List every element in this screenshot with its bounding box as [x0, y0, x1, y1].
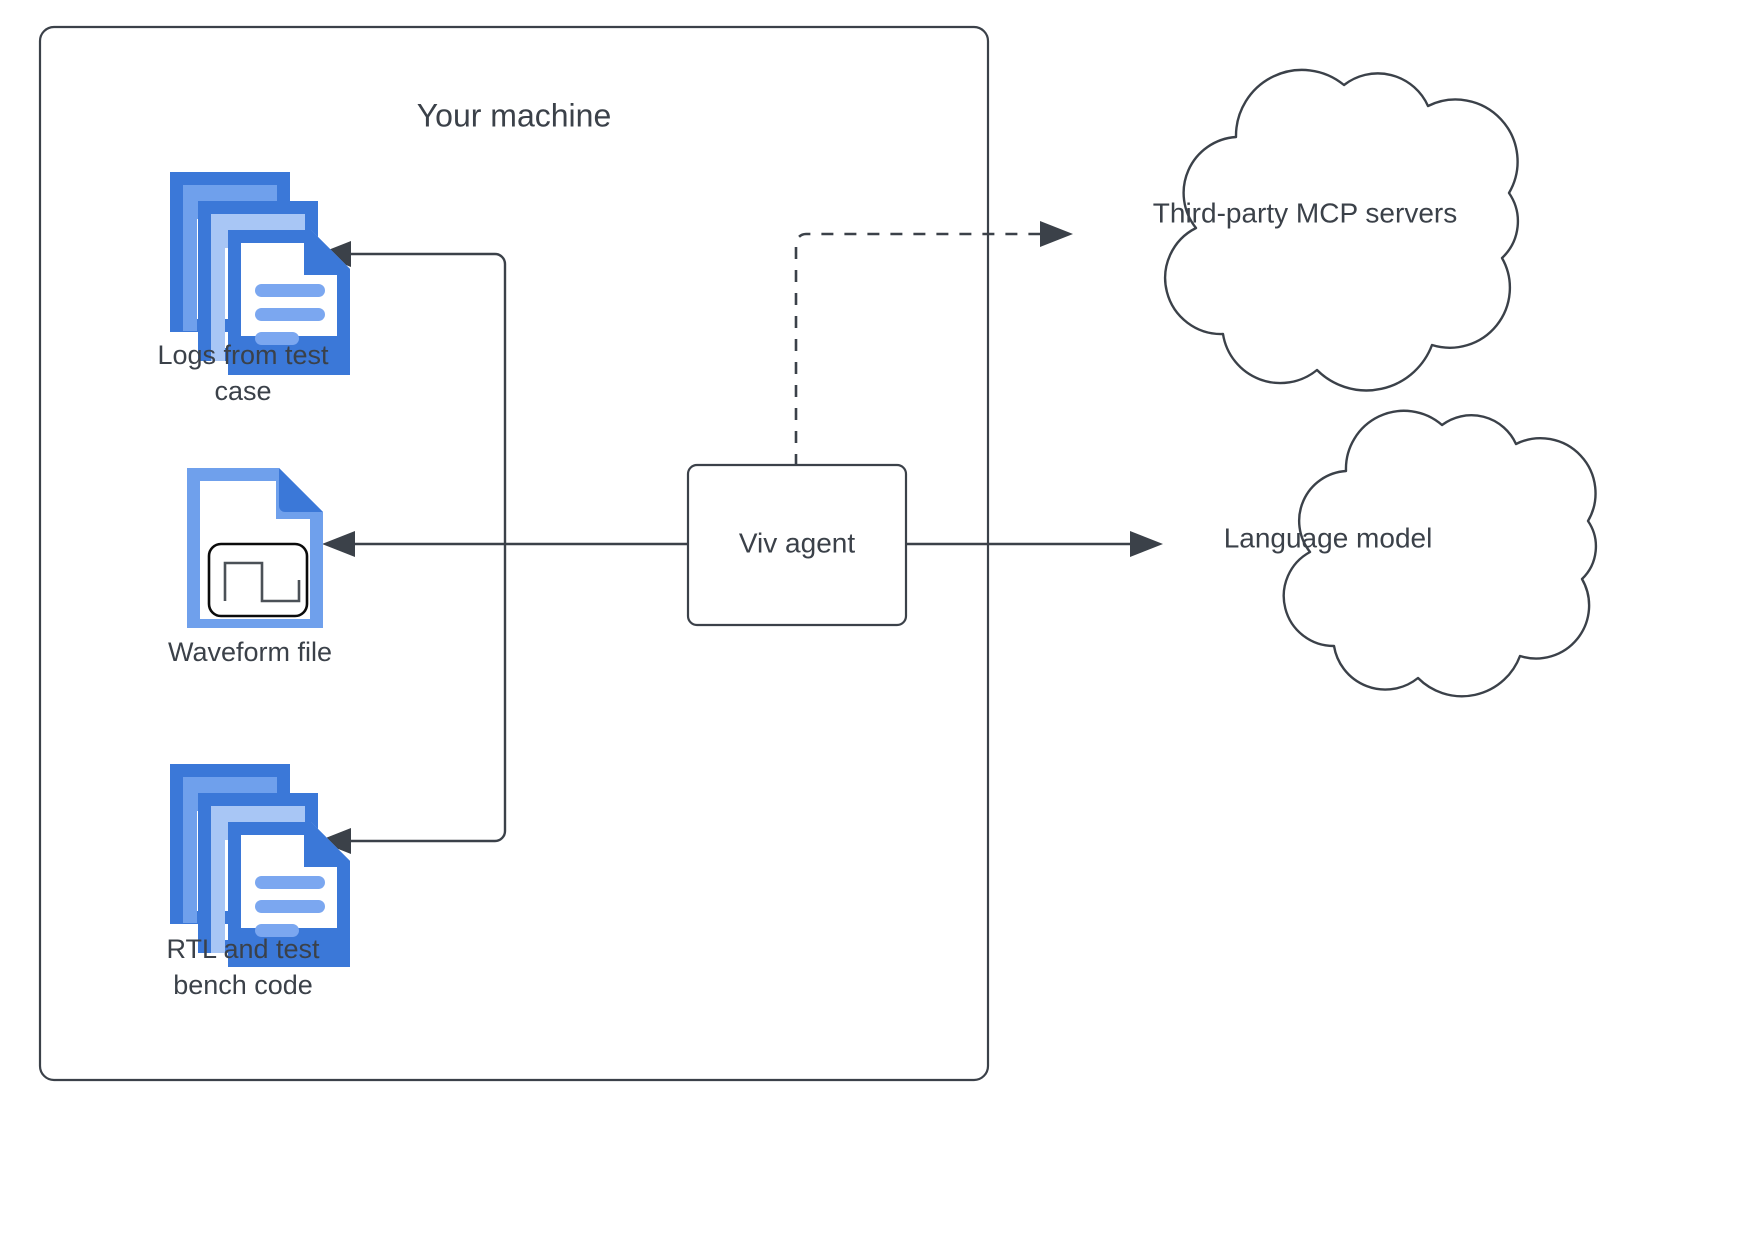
rtl-and-test-bench-code-label-line1: RTL and test [166, 934, 320, 964]
viv-agent-box[interactable] [686, 463, 908, 627]
arrowhead-mcp [1040, 221, 1073, 247]
your-machine-label: Your machine [417, 97, 612, 133]
logs-from-test-case-label-line2: case [214, 376, 271, 406]
third-party-mcp-servers-cloud[interactable]: Third-party MCP servers [1153, 68, 1520, 392]
connector-agent-to-mcp [794, 232, 1040, 466]
arrowhead-language-model [1130, 531, 1163, 557]
language-model-label: Language model [1224, 522, 1433, 553]
arrowhead-waveform [322, 531, 355, 557]
waveform-file-label: Waveform file [168, 637, 332, 667]
arrowhead-rtl [318, 828, 351, 854]
connector-agent-to-rtl [340, 544, 507, 843]
language-model-cloud[interactable]: Language model [1224, 409, 1598, 698]
logs-from-test-case-label-line1: Logs from test [157, 340, 329, 370]
waveform-file-node[interactable]: Waveform file [168, 466, 332, 667]
waveform-file-icon [185, 466, 325, 630]
third-party-mcp-servers-label: Third-party MCP servers [1153, 197, 1457, 228]
rtl-and-test-bench-code-label-line2: bench code [173, 970, 313, 1000]
logs-from-test-case-node[interactable]: Logs from test case [157, 172, 350, 406]
connector-agent-to-logs [340, 252, 507, 544]
rtl-and-test-bench-code-node[interactable]: RTL and test bench code [166, 764, 350, 1000]
viv-agent-label: Viv agent [739, 527, 855, 558]
